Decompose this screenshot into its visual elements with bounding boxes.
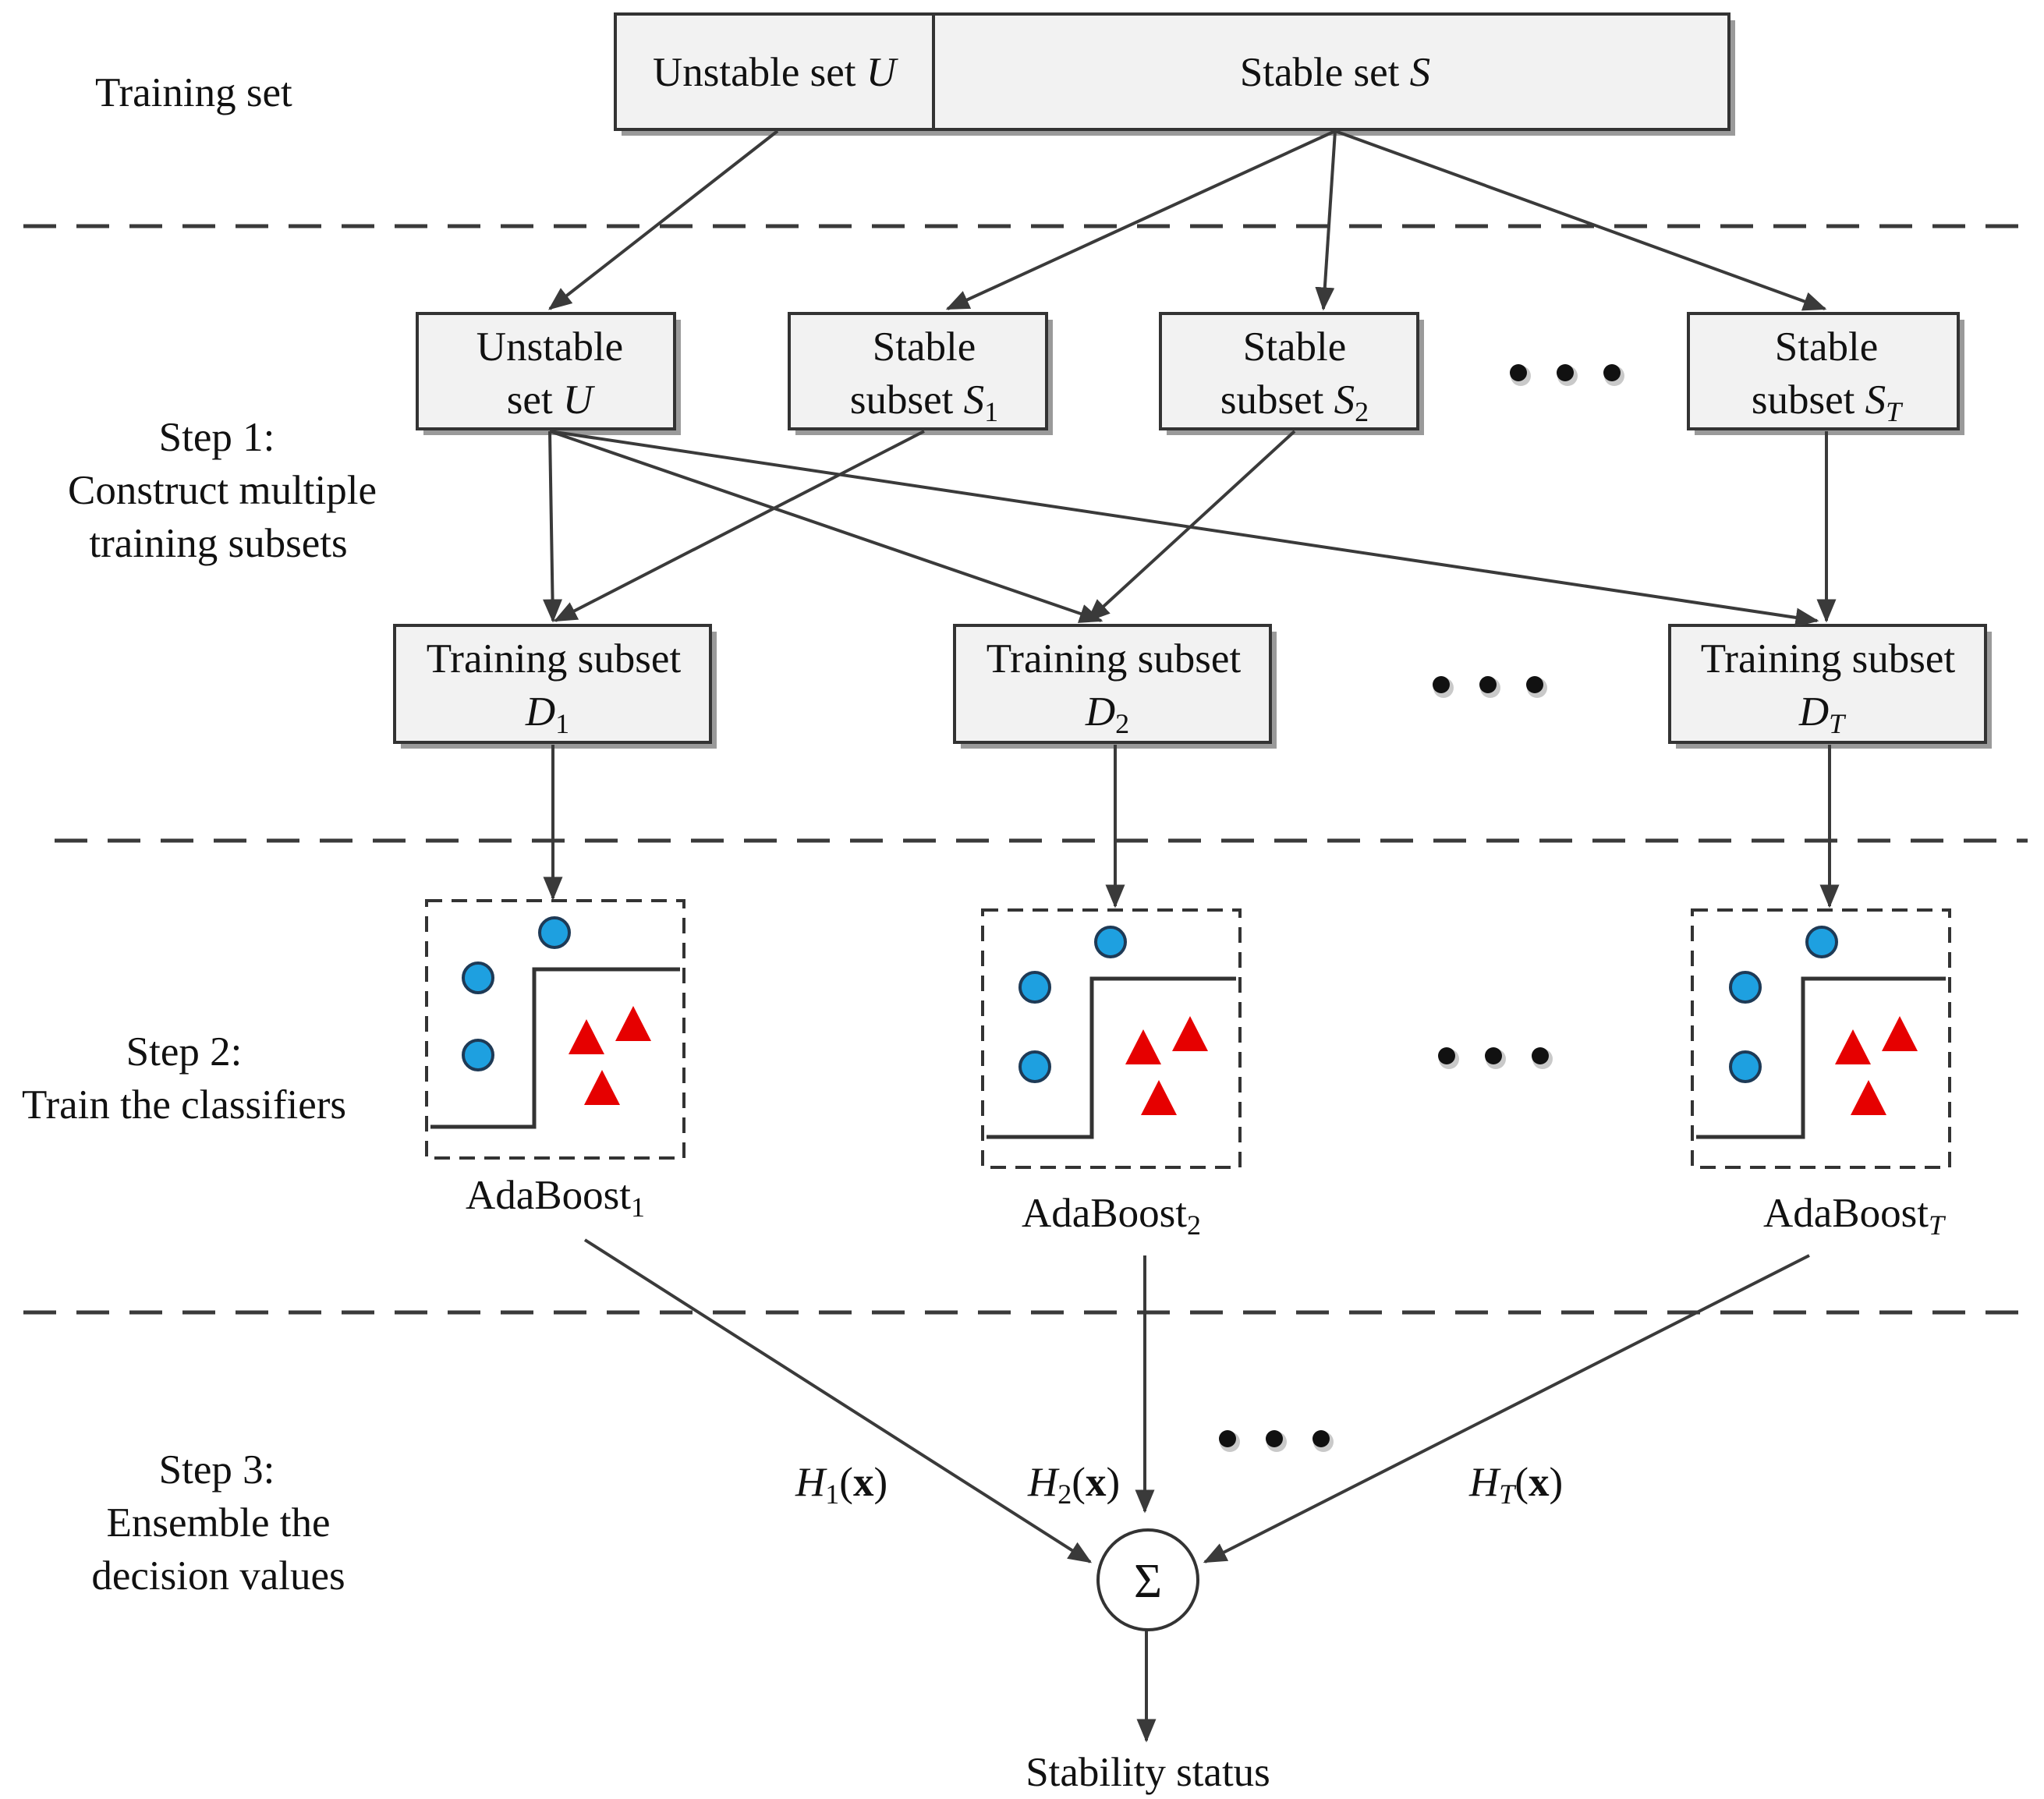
stable-subset-1-line1: Stable [873,324,976,370]
step1-line3: training subsets [89,521,347,566]
stable-subset-t-line2: subset ST [1752,377,1904,427]
stable-subset-t-box: Stable subset ST [1687,312,1964,435]
classifier-panel-t [1691,908,1951,1169]
red-triangle-marker [1835,1029,1871,1064]
adaboost-2-label: AdaBoost2 [1022,1191,1201,1241]
blue-circle-marker [1018,1050,1051,1083]
adaboost-t-label: AdaBoostT [1763,1191,1947,1241]
stable-subset-2-line2: subset S2 [1220,377,1369,427]
stable-subset-1-box: Stable subset S1 [788,312,1053,435]
blue-circle-marker [1094,926,1127,958]
edge-s1-to-d1 [553,430,925,622]
blue-circle-marker [1805,926,1838,958]
red-triangle-marker [1882,1016,1918,1051]
stable-subset-2-line1: Stable [1243,324,1346,370]
stability-status-label: Stability status [1026,1750,1270,1795]
training-set-label: Training set [95,70,292,115]
training-subset-d2-line2: D2 [1085,689,1129,739]
training-set-bar: Unstable set U Stable set S [614,12,1735,136]
training-subset-d2-line1: Training subset [987,636,1242,682]
step2-line2: Train the classifiers [22,1082,346,1128]
ellipsis-icon [1433,676,1547,698]
training-subset-d2-box: Training subset D2 [953,624,1277,749]
edge-s2-to-d2 [1086,430,1296,622]
edge-u-to-d1 [543,430,563,623]
decision-value-h1: H1(x) [795,1460,887,1510]
training-subset-dt-line2: DT [1798,689,1847,739]
ellipsis-icon [1510,364,1624,386]
unstable-set-box: Unstable set U [416,312,681,435]
decision-value-h2: H2(x) [1027,1460,1120,1510]
stable-set-s-label: Stable set S [1240,50,1430,95]
sigma-icon: Σ [1134,1555,1162,1608]
red-triangle-marker [584,1070,620,1105]
step1-title: Step 1: [159,415,275,460]
unstable-set-u-label: Unstable set U [653,50,899,95]
red-triangle-marker [1172,1016,1208,1051]
red-triangle-marker [569,1019,604,1054]
blue-circle-marker [1729,971,1762,1004]
training-subset-d1-box: Training subset D1 [393,624,717,749]
edge-u-to-d2 [549,430,1103,623]
edge-u-to-unstable-set [548,129,779,310]
step3-line3: decision values [91,1553,345,1599]
ellipsis-icon [1219,1430,1334,1452]
stable-subset-1-line2: subset S1 [850,377,998,427]
red-triangle-marker [1125,1029,1161,1064]
edge-s-to-stable-subset-2 [1315,130,1337,311]
training-subset-dt-box: Training subset DT [1668,624,1992,749]
step1-line2: Construct multiple [68,468,377,513]
step3-line2: Ensemble the [107,1500,331,1546]
ellipsis-icon [1438,1047,1553,1069]
training-subset-dt-line1: Training subset [1701,636,1956,682]
step3-title: Step 3: [159,1447,275,1493]
red-triangle-marker [1851,1080,1886,1115]
step2-title: Step 2: [126,1029,243,1075]
classifier-panel-2 [981,908,1242,1169]
blue-circle-marker [1018,971,1051,1004]
blue-circle-marker [462,1039,494,1071]
unstable-set-line2: set U [507,377,596,423]
blue-circle-marker [462,961,494,994]
blue-circle-marker [538,916,571,949]
training-subset-d1-line1: Training subset [427,636,682,682]
edge-s-to-stable-subset-1 [945,129,1336,310]
red-triangle-marker [615,1006,651,1041]
edge-s-to-stable-subset-t [1334,129,1827,311]
blue-circle-marker [1729,1050,1762,1083]
stable-subset-2-box: Stable subset S2 [1159,312,1424,435]
classifier-panel-1 [425,899,685,1160]
decision-value-ht: HT(x) [1468,1460,1563,1510]
edge-ht-to-sum [1203,1254,1810,1564]
edge-h1-to-sum [583,1238,1093,1564]
red-triangle-marker [1141,1080,1177,1115]
training-subset-d1-line2: D1 [525,689,569,739]
adaboost-1-label: AdaBoost1 [466,1173,645,1223]
edge-u-to-dt [549,430,1819,628]
summation-node: Σ [1096,1528,1199,1631]
stable-subset-t-line1: Stable [1775,324,1878,370]
unstable-set-line1: Unstable [476,324,623,370]
